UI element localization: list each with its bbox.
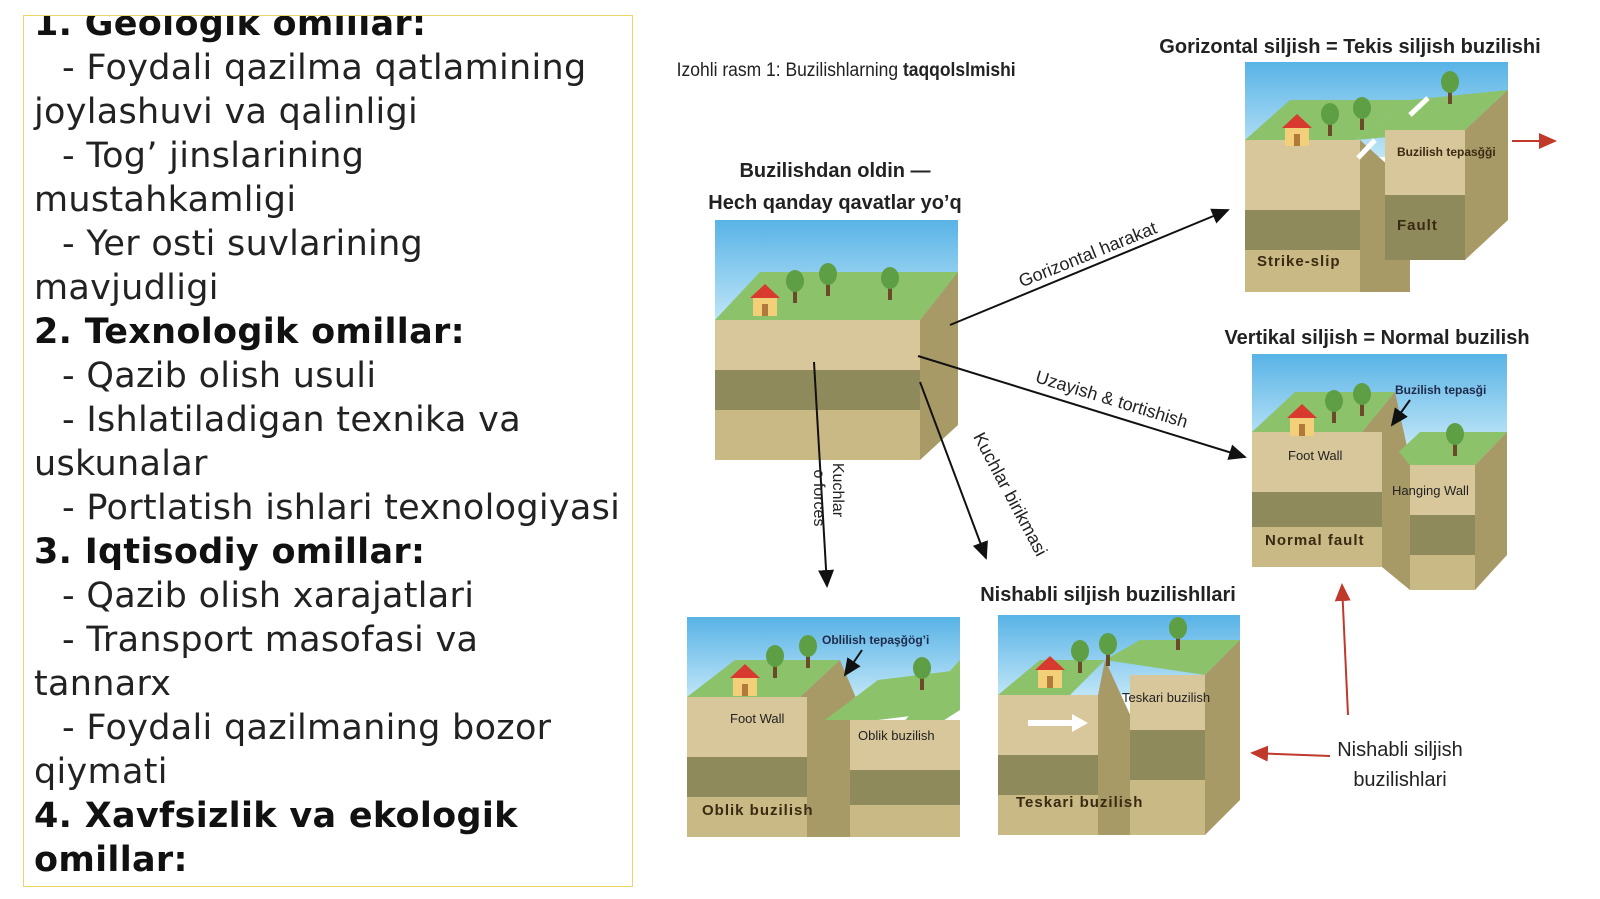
arrow-to-strike [949, 208, 1230, 326]
fault-diagram: Izohli rasm 1: Buzilishlarning taqqolslm… [650, 20, 1600, 890]
side-note-line-2: buzilishlari [1353, 769, 1446, 791]
normal-title: Vertikal siljish = Normal buzilish [1224, 327, 1529, 349]
bullet-line: - Yer osti suvlarining [62, 224, 424, 264]
text-panel-lines: 1. Geologik omillar: - Foydali qazilma qa… [34, 15, 632, 886]
bullet-line: - Foydali qazilma qatlamining [62, 48, 587, 88]
bullet-line: qiymati [34, 752, 168, 792]
bullet-line: - Qazib olish xarajatlari [62, 576, 475, 616]
before-title-line-2: Hech qanday qavatlar yo’q [708, 192, 961, 214]
bullet-line: mavjudligi [34, 268, 219, 308]
caption-normal: Izohli rasm 1: Buzilishlarning [677, 58, 903, 80]
arrow-label-combined: Kuchlar birikmasi [969, 429, 1051, 559]
bullet-line: joylashuvi va qalinligi [34, 92, 419, 132]
strike-name: Strike-slip [1257, 253, 1341, 270]
bullet-line: - Tog’ jinslarining [62, 136, 365, 176]
bullet-line: - Ishlatiladigan texnika va [62, 400, 521, 440]
arrow-to-reverse [919, 381, 988, 560]
section-heading: 3. Iqtisodiy omillar: [34, 532, 426, 572]
arrow-label-down-1: Kuchlar [829, 463, 846, 518]
arrow-label-down-2: o forces [810, 470, 827, 527]
red-arrow-left [1250, 745, 1331, 762]
normal-fault-block: Buzilish tepasǧi Foot Wall Hanging Wall … [1252, 354, 1507, 590]
bullet-line: - Yonbag’irlarning barqarorligi [34, 882, 632, 886]
normal-name: Normal fault [1265, 532, 1365, 549]
bullet-line: - Transport masofasi va [62, 620, 479, 660]
arrow-to-normal [917, 355, 1247, 460]
before-title-line-1: Buzilishdan oldin — [739, 160, 930, 182]
bullet-line: - Qazib olish usuli [62, 356, 377, 396]
reverse-side-label: Teskari buzilish [1122, 690, 1210, 705]
bullet-line: mustahkamligi [34, 180, 297, 220]
reverse-name: Teskari buzilish [1016, 794, 1143, 811]
bullet-line: - Portlatish ishlari texnologiyasi [62, 488, 621, 528]
caption-bold: taqqolslmishi [903, 58, 1016, 80]
figure-caption: Izohli rasm 1: Buzilishlarning taqqolslm… [677, 58, 1016, 80]
bullet-line: tannarx [34, 664, 172, 704]
arrow-label-horizontal: Gorizontal harakat [1016, 218, 1160, 292]
arrow-to-oblique [813, 361, 835, 588]
oblique-fault-pointer [843, 649, 863, 677]
fault-diagram-svg: Izohli rasm 1: Buzilishlarning taqqolslm… [677, 36, 1557, 837]
side-note-line-1: Nishabli siljish [1337, 739, 1463, 761]
section-heading: omillar: [34, 840, 188, 880]
strike-fault-top: Buzilish tepasǧǧi [1397, 145, 1496, 159]
oblique-fault-top: Oblilish tepaşǧög’i [822, 633, 929, 647]
bullet-line: uskunalar [34, 444, 208, 484]
strike-title: Gorizontal siljish = Tekis siljish buzil… [1159, 36, 1540, 58]
normal-footwall: Foot Wall [1288, 448, 1343, 463]
red-arrow-up [1334, 583, 1351, 716]
oblique-name: Oblik buzilish [702, 802, 814, 819]
section-heading: 1. Geologik omillar: [34, 15, 427, 44]
oblique-footwall: Foot Wall [730, 711, 785, 726]
reverse-fault-block: Teskari buzilish Teskari buzilish [998, 615, 1240, 835]
section-heading: 4. Xavfsizlik va ekologik [34, 796, 518, 836]
before-block [715, 220, 958, 460]
strike-slip-block: Buzilish tepasǧǧi Fault Strike-slip [1245, 62, 1508, 292]
bullet-line: - Foydali qazilmaning bozor [62, 708, 552, 748]
oblique-side-label: Oblik buzilish [858, 728, 935, 743]
normal-hanging: Hanging Wall [1392, 483, 1469, 498]
text-panel: 1. Geologik omillar: - Foydali qazilma qa… [23, 15, 633, 887]
normal-fault-pointer [1390, 399, 1411, 427]
strike-fault-label: Fault [1397, 217, 1438, 234]
reverse-title: Nishabli siljish buzilishllari [980, 584, 1236, 606]
oblique-fault-block: Oblilish tepaşǧög’i Foot Wall Oblik buzi… [687, 617, 960, 837]
section-heading: 2. Texnologik omillar: [34, 312, 465, 352]
normal-fault-top: Buzilish tepasǧi [1395, 383, 1486, 397]
